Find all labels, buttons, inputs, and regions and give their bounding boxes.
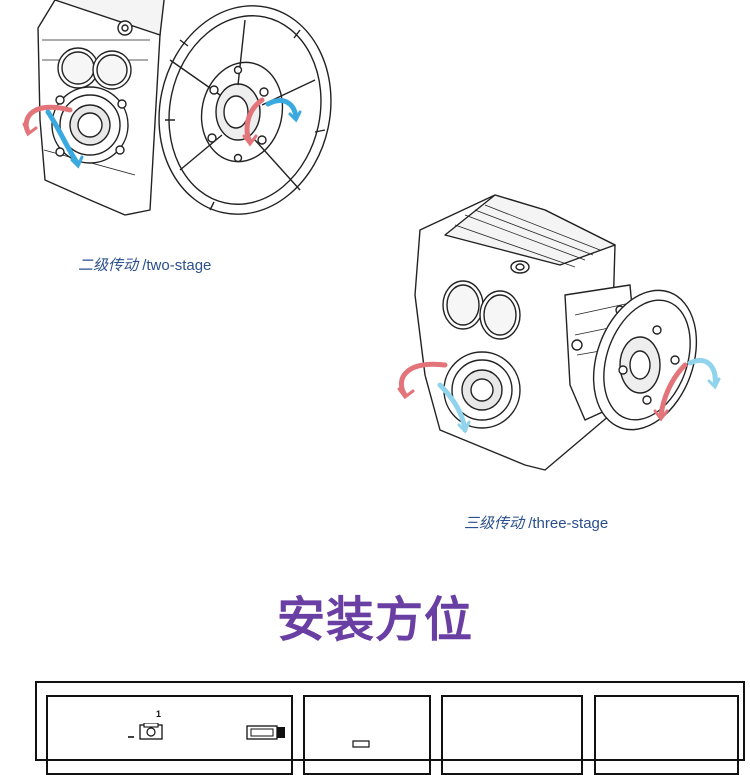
mounting-cell: 1: [46, 695, 293, 775]
three-stage-caption-zh: 三级传动: [464, 515, 525, 532]
mounting-cell: [303, 695, 431, 775]
three-stage-caption-en: /three-stage: [528, 515, 609, 532]
mounting-cell-number: 1: [156, 709, 162, 719]
two-stage-caption: 二级传动 /two-stage: [78, 254, 211, 275]
three-stage-caption: 三级传动 /three-stage: [464, 512, 608, 533]
gearbox-position-icon: [246, 725, 285, 740]
two-stage-gearbox-drawing: [22, 0, 332, 216]
gearbox-position-icon: [128, 723, 163, 740]
mounting-position-table: 1: [35, 681, 745, 775]
rotation-arrow-icon: [397, 358, 721, 434]
section-heading: 安装方位: [276, 592, 473, 648]
three-stage-gearbox-drawing: [397, 194, 721, 471]
two-stage-caption-en: /two-stage: [142, 257, 212, 274]
mounting-cell: [441, 695, 583, 775]
rotation-arrow-icon: [22, 97, 302, 169]
two-stage-caption-zh: 二级传动: [78, 257, 139, 274]
mounting-cell: [594, 695, 739, 775]
gearbox-position-icon: [352, 740, 370, 748]
